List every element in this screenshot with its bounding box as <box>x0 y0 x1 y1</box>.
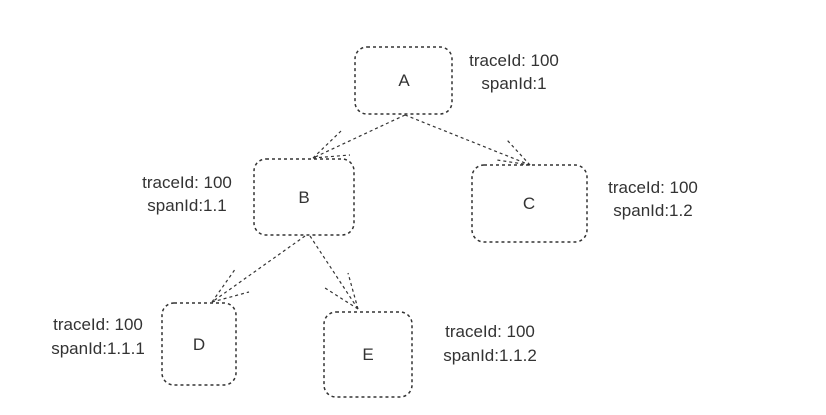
node-b-span-id: spanId:1.1 <box>147 196 226 215</box>
node-b-label: B <box>298 188 309 207</box>
node-e-trace-id: traceId: 100 <box>445 322 535 341</box>
node-d: D traceId: 100 spanId:1.1.1 <box>51 302 237 386</box>
node-d-label: D <box>193 335 205 354</box>
node-d-trace-id: traceId: 100 <box>53 315 143 334</box>
node-c: C traceId: 100 spanId:1.2 <box>471 164 698 243</box>
node-b-trace-id: traceId: 100 <box>142 173 232 192</box>
node-e-label: E <box>362 345 373 364</box>
node-a-span-id: spanId:1 <box>481 74 546 93</box>
node-e-span-id: spanId:1.1.2 <box>443 346 537 365</box>
node-a-trace-id: traceId: 100 <box>469 51 559 70</box>
node-c-trace-id: traceId: 100 <box>608 178 698 197</box>
node-c-label: C <box>523 194 535 213</box>
node-e: E traceId: 100 spanId:1.1.2 <box>323 311 537 398</box>
node-a: A traceId: 100 spanId:1 <box>354 46 559 115</box>
edge-a-b <box>312 114 406 159</box>
node-b: B traceId: 100 spanId:1.1 <box>142 158 355 236</box>
node-c-span-id: spanId:1.2 <box>613 201 692 220</box>
edge-b-d <box>211 235 306 303</box>
node-a-label: A <box>398 71 410 90</box>
edges <box>211 114 531 310</box>
edge-b-e <box>309 235 359 310</box>
edge-a-c <box>404 114 531 166</box>
node-d-span-id: spanId:1.1.1 <box>51 339 145 358</box>
